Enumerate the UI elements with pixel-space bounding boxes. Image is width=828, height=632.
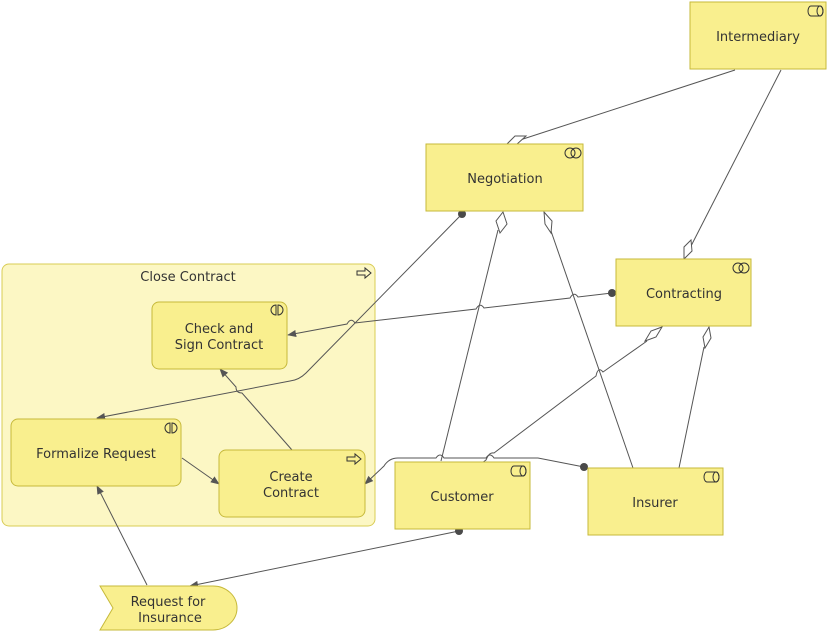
role-icon (807, 5, 824, 17)
node-negotiation-label: Negotiation (467, 172, 543, 187)
node-check-sign-contract[interactable]: Check and Sign Contract (151, 301, 288, 370)
edge-intermediary-contracting[interactable] (689, 69, 782, 249)
node-check-sign-label-line1: Check and (185, 322, 254, 337)
aggregation-diamond (702, 325, 712, 350)
aggregation-diamond (495, 210, 508, 235)
assignment-dot (580, 463, 588, 471)
edge-contracting-checksign[interactable] (287, 292, 613, 338)
node-request-for-insurance[interactable]: Request for Insurance (99, 585, 238, 631)
edge-negotiation-insurer[interactable] (550, 230, 634, 469)
node-formalize-request[interactable]: Formalize Request (10, 418, 182, 487)
edge-insurer-createcontract[interactable] (364, 454, 585, 485)
edge-customer-request[interactable] (189, 530, 460, 588)
aggregation-diamond (543, 210, 553, 235)
assignment-dot (608, 289, 616, 297)
assignment-dot (458, 210, 466, 218)
edge-negotiation-formalize[interactable] (96, 213, 463, 421)
edge-negotiation-customer[interactable] (440, 229, 499, 462)
edge-request-formalize[interactable] (96, 485, 148, 586)
role-icon (703, 471, 720, 483)
node-intermediary-label: Intermediary (716, 30, 800, 45)
edge-createcontract-checksign[interactable] (219, 368, 293, 451)
edge-contracting-insurer[interactable] (678, 346, 705, 469)
node-negotiation[interactable]: Negotiation (425, 143, 584, 212)
process-arrow-icon (346, 452, 362, 466)
node-insurer[interactable]: Insurer (587, 467, 724, 536)
node-create-contract-label-line2: Contract (263, 486, 319, 501)
node-create-contract-label-line1: Create (269, 470, 312, 485)
node-request-label-line2: Insurance (138, 611, 202, 626)
node-create-contract[interactable]: Create Contract (218, 449, 366, 518)
collaboration-icon (732, 262, 750, 274)
interaction-icon (164, 422, 178, 434)
node-customer-label: Customer (430, 490, 494, 505)
edge-contracting-customer[interactable] (481, 340, 648, 464)
node-insurer-label: Insurer (632, 496, 678, 511)
aggregation-diamond (643, 326, 664, 342)
aggregation-diamond (683, 238, 693, 261)
edge-formalize-createcontract[interactable] (181, 457, 220, 485)
node-contracting-label: Contracting (646, 287, 722, 302)
edges (96, 69, 782, 588)
collaboration-icon (564, 147, 582, 159)
group-close-contract-label: Close Contract (140, 270, 235, 285)
node-check-sign-label-line2: Sign Contract (175, 338, 263, 353)
edge-intermediary-negotiation[interactable] (519, 69, 736, 141)
node-contracting[interactable]: Contracting (615, 258, 752, 327)
node-intermediary[interactable]: Intermediary (689, 1, 827, 70)
process-arrow-icon (356, 266, 372, 280)
interaction-icon (270, 304, 284, 316)
node-formalize-label: Formalize Request (36, 447, 156, 462)
node-request-label-line1: Request for (131, 595, 206, 610)
node-customer[interactable]: Customer (394, 461, 531, 530)
role-icon (510, 465, 527, 477)
